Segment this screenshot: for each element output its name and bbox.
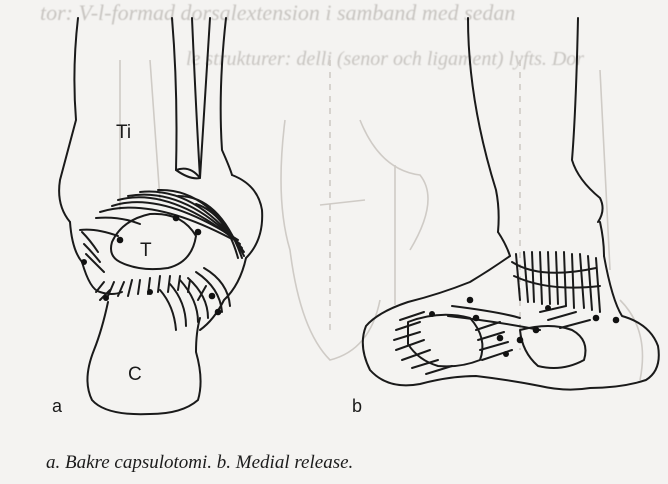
talus-outline <box>111 214 196 269</box>
figure-caption: a. Bakre capsulotomi. b. Medial release. <box>46 452 353 474</box>
label-calcaneus: C <box>128 364 142 385</box>
label-tibia: Ti <box>116 122 131 143</box>
panel-b-drawing <box>363 18 659 390</box>
panel-b-letter: b <box>352 396 362 416</box>
tibia-medial-outline <box>468 18 499 232</box>
background-ghost-drawing <box>120 60 643 380</box>
calcaneus-outline <box>87 302 200 414</box>
label-talus: T <box>140 240 152 261</box>
fibula-outline <box>172 18 200 178</box>
panel-a-drawing <box>59 18 262 414</box>
panel-a-letter: a <box>52 396 63 416</box>
tibia-outline <box>59 18 78 222</box>
panel-a-suture-dots <box>81 215 221 316</box>
